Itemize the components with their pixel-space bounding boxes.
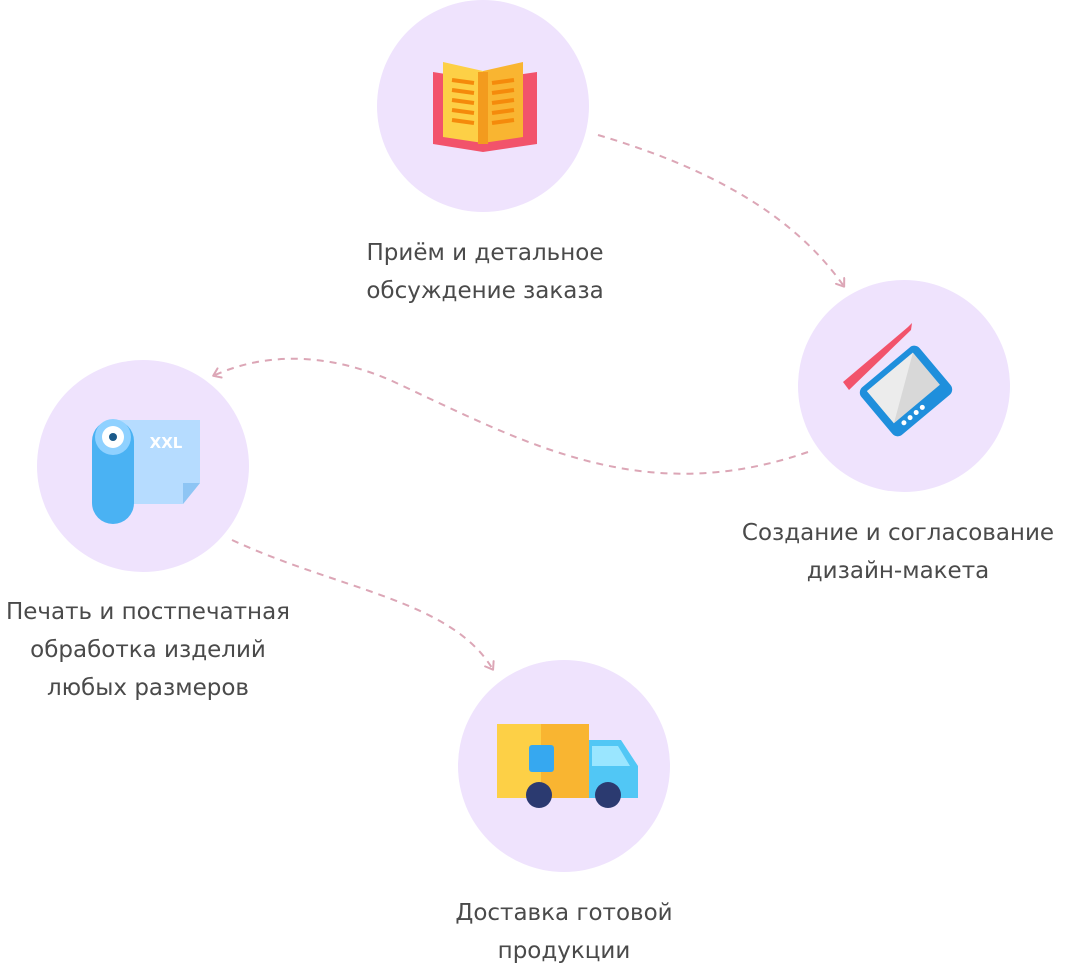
step-3-line-2: обработка изделий <box>30 637 266 663</box>
step-4-line-1: Доставка готовой <box>455 900 673 926</box>
step-1-line-2: обсуждение заказа <box>366 278 604 304</box>
step-4-line-2: продукции <box>497 938 631 964</box>
xxl-label: XXL <box>150 434 183 452</box>
open-book-icon <box>433 62 537 152</box>
step-2-line-2: дизайн-макета <box>806 558 990 584</box>
step-2-line-1: Создание и согласование <box>741 520 1055 546</box>
step-label-3: Печать и постпечатная обработка изделий … <box>0 593 296 707</box>
step-3-line-3: любых размеров <box>47 675 249 701</box>
connector-arrow-3-to-4 <box>231 539 495 671</box>
connector-arrow-1-to-2 <box>597 134 846 288</box>
connector-arrow-2-to-3 <box>212 357 809 475</box>
step-1-line-1: Приём и детальное <box>366 240 604 266</box>
step-3-line-1: Печать и постпечатная <box>5 599 291 625</box>
step-label-4: Доставка готовой продукции <box>414 894 714 970</box>
drawing-tablet-icon <box>843 323 953 437</box>
xxl-print-roll-icon: XXL <box>92 419 200 524</box>
step-label-2: Создание и согласование дизайн-макета <box>728 514 1068 590</box>
delivery-truck-icon <box>497 724 638 808</box>
step-label-1: Приём и детальное обсуждение заказа <box>335 234 635 310</box>
